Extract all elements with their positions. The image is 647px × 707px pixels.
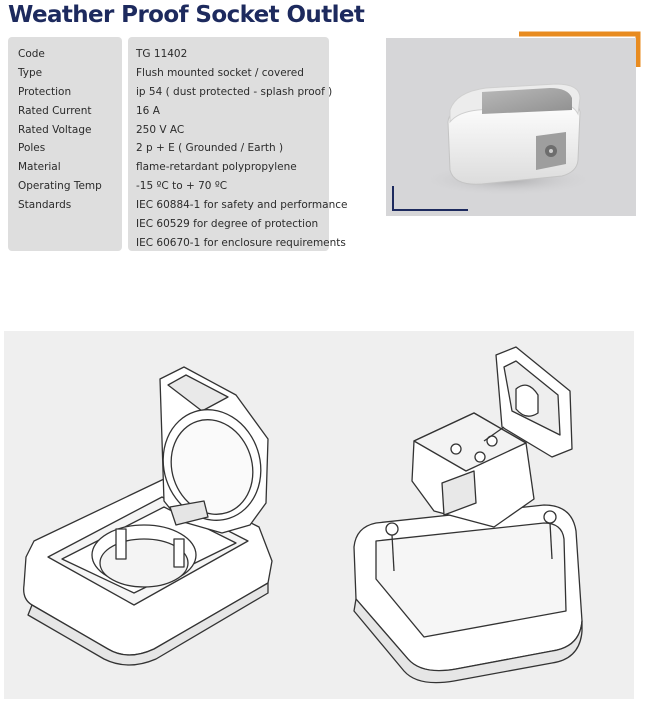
spec-label-poles: Poles <box>18 142 46 154</box>
spec-label-standards: Standards <box>18 199 72 208</box>
spec-value-current: 16 A <box>136 105 160 117</box>
socket-line-drawings-icon <box>23 346 583 684</box>
page-title: Weather Proof Socket Outlet <box>8 2 365 28</box>
spec-value-voltage: 250 V AC <box>136 124 185 136</box>
spec-value-standard-2: IEC 60529 for degree of protection <box>136 218 319 230</box>
spec-value-poles: 2 p + E ( Grounded / Earth ) <box>136 142 284 154</box>
spec-label-protection: Protection <box>18 86 72 98</box>
spec-label-material: Material <box>18 161 61 173</box>
spec-value-panel: TG 11402 Flush mounted socket / covered … <box>128 37 347 251</box>
spec-value-material: flame-retardant polypropylene <box>136 161 297 173</box>
spec-label-voltage: Rated Voltage <box>18 124 92 136</box>
product-photo <box>386 38 636 216</box>
spec-value-code: TG 11402 <box>136 48 188 60</box>
spec-label-type: Type <box>18 67 43 79</box>
spec-label-panel: Code Type Protection Rated Current Rated… <box>8 37 122 251</box>
navy-corner-accent <box>392 186 468 211</box>
socket-photo-icon <box>420 83 596 196</box>
spec-value-standard-1: IEC 60884-1 for safety and performance <box>136 199 348 211</box>
technical-drawing-panel <box>4 331 634 699</box>
spec-label-code: Code <box>18 48 45 60</box>
spec-label-current: Rated Current <box>18 105 92 117</box>
spec-value-protection: ip 54 ( dust protected - splash proof ) <box>136 86 333 98</box>
orange-corner-accent <box>519 31 641 67</box>
spec-value-type: Flush mounted socket / covered <box>136 67 304 79</box>
spec-value-standard-3: IEC 60670-1 for enclosure requirements <box>136 237 346 249</box>
spec-value-temp: -15 ºC to + 70 ºC <box>136 180 228 192</box>
spec-label-temp: Operating Temp <box>18 180 102 192</box>
